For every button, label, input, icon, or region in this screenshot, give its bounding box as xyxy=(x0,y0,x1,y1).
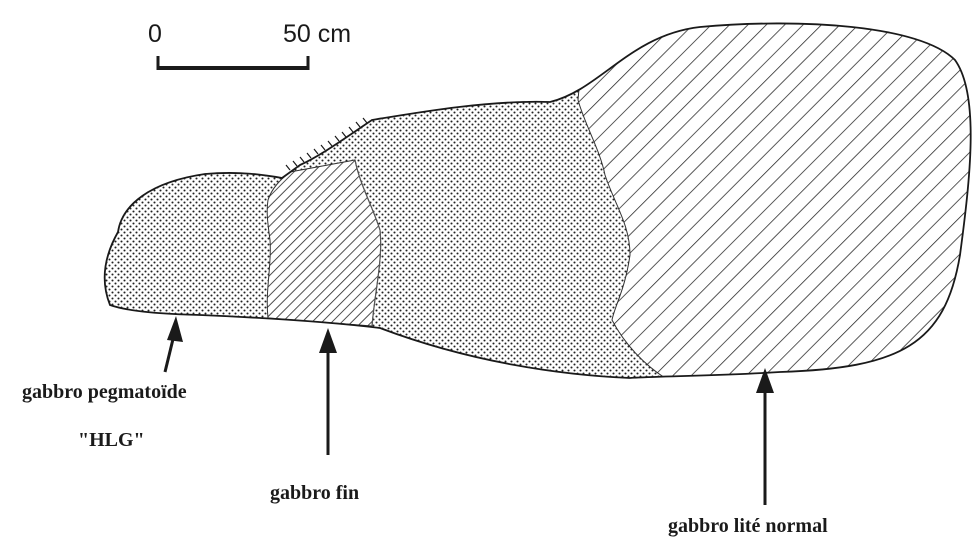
label-gabbro-pegmatoide: gabbro pegmatoïde xyxy=(22,381,187,403)
label-gabbro-fin: gabbro fin xyxy=(270,482,359,504)
outcrop-body xyxy=(90,0,973,400)
label-hlg: "HLG" xyxy=(78,429,145,451)
arrow-fin xyxy=(319,328,337,455)
scale-bar: 0 50 cm xyxy=(148,20,351,70)
arrow-pegmatoide xyxy=(165,316,183,372)
scale-start-label: 0 xyxy=(148,20,162,48)
scale-end-label: 50 cm xyxy=(283,20,351,48)
label-gabbro-lite-normal: gabbro lité normal xyxy=(668,515,828,537)
arrow-lite-normal xyxy=(756,368,774,505)
